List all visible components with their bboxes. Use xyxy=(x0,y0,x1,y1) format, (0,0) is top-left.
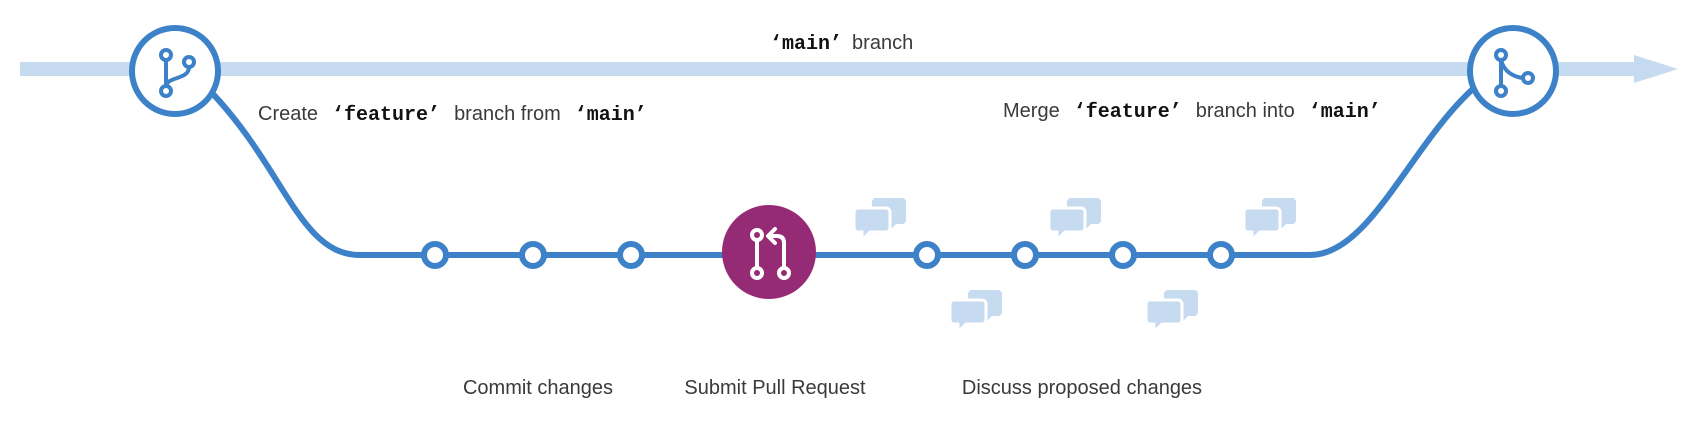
discussion-commit-nodes xyxy=(913,241,1235,269)
pull-request-icon xyxy=(750,227,791,280)
comment-discussion-icon xyxy=(854,196,906,242)
comment-discussion-icon xyxy=(950,288,1002,334)
comment-discussion-icon xyxy=(1146,288,1198,334)
create-branch-node xyxy=(129,25,221,117)
commit-node xyxy=(421,241,449,269)
main-branch-label: ‘main’branch xyxy=(770,32,913,56)
commit-node xyxy=(1011,241,1039,269)
git-merge-icon xyxy=(1494,48,1535,98)
commit-node xyxy=(1207,241,1235,269)
main-branch-line xyxy=(20,55,1678,83)
commit-nodes xyxy=(421,241,645,269)
discuss-changes-label: Discuss proposed changes xyxy=(962,377,1202,399)
merge-branch-label: Merge‘feature’branch into‘main’ xyxy=(1003,100,1381,124)
commit-changes-label: Commit changes xyxy=(463,377,613,399)
create-branch-label: Create‘feature’branch from‘main’ xyxy=(258,103,647,127)
comment-discussion-icon xyxy=(1244,196,1296,242)
submit-pull-request-label: Submit Pull Request xyxy=(684,377,866,399)
comment-discussion-icon xyxy=(1049,196,1101,242)
feature-branch-line xyxy=(209,84,1477,258)
pull-request-node xyxy=(722,205,816,299)
git-branch-icon xyxy=(159,48,196,98)
commit-node xyxy=(519,241,547,269)
commit-node xyxy=(617,241,645,269)
commit-node xyxy=(913,241,941,269)
commit-node xyxy=(1109,241,1137,269)
merge-branch-node xyxy=(1467,25,1559,117)
